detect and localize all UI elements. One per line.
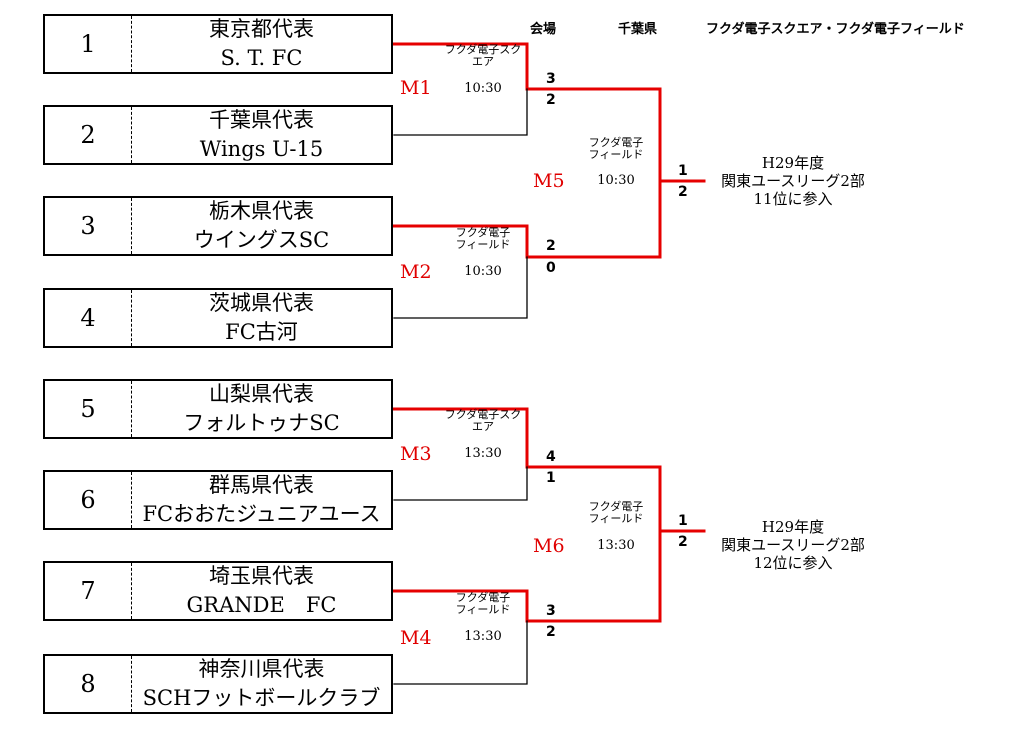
seed-number: 4 — [45, 290, 132, 346]
result-year: H29年度 — [761, 154, 825, 172]
result-top-bracket: H29年度 関東ユースリーグ2部 11位に参入 — [693, 154, 893, 208]
m1-loser-line — [393, 88, 528, 136]
score-bottom-m5: 2 — [678, 184, 688, 200]
match-time-m2: 10:30 — [464, 264, 502, 279]
team-box-7: 7 埼玉県代表 GRANDE FC — [43, 561, 393, 621]
venue-header-label: 会場 — [530, 22, 557, 37]
team-box-6: 6 群馬県代表 FCおおたジュニアユース — [43, 470, 393, 530]
team-name: S. T. FC — [220, 46, 303, 70]
team-prefecture: 東京都代表 — [209, 17, 314, 41]
venue-line: フィールド — [588, 148, 644, 161]
team-box-3: 3 栃木県代表ウイングスSC — [43, 196, 393, 256]
score-bottom-m6: 2 — [678, 534, 688, 550]
seed-number: 3 — [45, 198, 132, 254]
team-box-2: 2 千葉県代表 Wings U-15 — [43, 105, 393, 165]
team-box-1: 1 東京都代表 S. T. FC — [43, 14, 393, 74]
team-prefecture: 栃木県代表 — [209, 199, 314, 223]
team-name: フォルトゥナSC — [183, 411, 340, 435]
m3-winner-line — [392, 407, 662, 469]
match-label-m6: M6 — [533, 535, 565, 557]
score-bottom-m3: 1 — [546, 470, 556, 486]
seed-number: 5 — [45, 381, 132, 437]
score-top-m5: 1 — [678, 163, 688, 179]
venue-names-header: フクダ電子スクエア・フクダ電子フィールド — [706, 22, 965, 37]
result-rank: 11位に参入 — [753, 190, 833, 208]
venue-line: フクダ電子 — [588, 136, 644, 149]
team-name: SCHフットボールクラブ — [142, 686, 381, 710]
match-label-m4: M4 — [400, 627, 432, 649]
score-bottom-m4: 2 — [546, 624, 556, 640]
match-venue-m6: フクダ電子フィールド — [566, 501, 666, 525]
m4-loser-line — [393, 620, 528, 685]
result-league: 関東ユースリーグ2部 — [721, 536, 865, 554]
team-box-5: 5 山梨県代表フォルトゥナSC — [43, 379, 393, 439]
venue-line: フィールド — [455, 238, 511, 251]
match-time-m6: 13:30 — [597, 538, 635, 553]
m3-loser-line — [393, 466, 528, 501]
result-year: H29年度 — [761, 518, 825, 536]
match-time-m3: 13:30 — [464, 446, 502, 461]
match-time-m1: 10:30 — [464, 81, 502, 96]
team-prefecture: 神奈川県代表 — [198, 657, 325, 681]
venue-line: エア — [472, 55, 494, 68]
match-venue-m5: フクダ電子フィールド — [566, 137, 666, 161]
score-top-m6: 1 — [678, 513, 688, 529]
score-top-m2: 2 — [546, 238, 556, 254]
match-venue-m4: フクダ電子フィールド — [433, 592, 533, 616]
seed-number: 2 — [45, 107, 132, 163]
m1-winner-line — [392, 42, 662, 91]
team-name: FCおおたジュニアユース — [142, 502, 381, 526]
seed-number: 7 — [45, 563, 132, 619]
m4-winner-line — [392, 589, 662, 623]
match-label-m3: M3 — [400, 443, 432, 465]
team-prefecture: 群馬県代表 — [209, 473, 314, 497]
score-top-m1: 3 — [546, 71, 556, 87]
score-bottom-m2: 0 — [546, 260, 556, 276]
team-prefecture: 千葉県代表 — [209, 108, 314, 132]
venue-line: フクダ電子 — [455, 226, 511, 239]
match-time-m5: 10:30 — [597, 173, 635, 188]
score-top-m3: 4 — [546, 449, 556, 465]
result-bottom-bracket: H29年度 関東ユースリーグ2部 12位に参入 — [693, 518, 893, 572]
match-venue-m1: フクダ電子スクエア — [433, 44, 533, 68]
seed-number: 1 — [45, 16, 132, 72]
match-time-m4: 13:30 — [464, 629, 502, 644]
venue-line: フクダ電子スク — [444, 43, 522, 56]
seed-number: 8 — [45, 656, 132, 712]
venue-line: フクダ電子 — [455, 591, 511, 604]
team-name: FC古河 — [225, 320, 298, 344]
score-top-m4: 3 — [546, 603, 556, 619]
team-name: GRANDE FC — [186, 593, 337, 617]
score-bottom-m1: 2 — [546, 92, 556, 108]
team-prefecture: 山梨県代表 — [209, 382, 314, 406]
team-box-4: 4 茨城県代表 FC古河 — [43, 288, 393, 348]
m2-loser-line — [393, 256, 528, 319]
team-prefecture: 埼玉県代表 — [209, 564, 314, 588]
match-label-m5: M5 — [533, 170, 565, 192]
match-venue-m2: フクダ電子フィールド — [433, 227, 533, 251]
venue-line: フクダ電子 — [588, 500, 644, 513]
venue-line: エア — [472, 420, 494, 433]
venue-line: フィールド — [455, 603, 511, 616]
team-prefecture: 茨城県代表 — [209, 291, 314, 315]
team-name: Wings U-15 — [199, 137, 324, 161]
match-label-m1: M1 — [400, 77, 432, 99]
team-box-8: 8 神奈川県代表 SCHフットボールクラブ — [43, 654, 393, 714]
venue-line: フィールド — [588, 512, 644, 525]
match-venue-m3: フクダ電子スクエア — [433, 409, 533, 433]
venue-line: フクダ電子スク — [444, 408, 522, 421]
seed-number: 6 — [45, 472, 132, 528]
result-league: 関東ユースリーグ2部 — [721, 172, 865, 190]
team-name: ウイングスSC — [193, 228, 330, 252]
m2-winner-line — [392, 224, 662, 259]
match-label-m2: M2 — [400, 261, 432, 283]
result-rank: 12位に参入 — [753, 554, 833, 572]
prefecture-header: 千葉県 — [618, 22, 658, 37]
